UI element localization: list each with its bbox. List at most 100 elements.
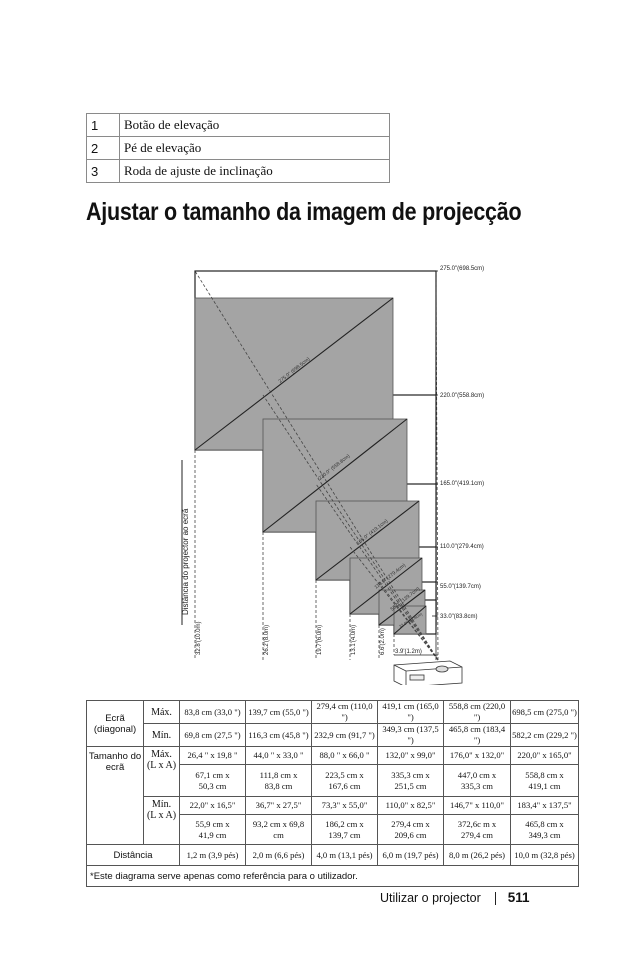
table-row: Tamanho do ecrã Máx.(L x A) 26,4 " x 19,… (86, 746, 579, 845)
max-label: Máx. (151, 749, 172, 760)
part-label: Pé de elevação (119, 136, 390, 160)
distance-label-2m: 6.6'(2.0m) (380, 628, 386, 655)
tamanho-header: Tamanho do ecrã (86, 746, 144, 845)
tamanho-label: Tamanho do ecrã (88, 751, 142, 773)
table-cell: 44,0 " x 33,0 " (245, 746, 312, 765)
distancia-header: Distância (86, 844, 180, 866)
table-note: *Este diagrama serve apenas como referên… (86, 865, 579, 887)
table-cell: 349,3 cm (137,5 ") (377, 723, 444, 747)
lxa-label: (L x A) (146, 760, 177, 771)
footer-section: Utilizar o projector (380, 891, 481, 905)
table-row: Mín.(L x A) 22,0" x 16,5" 36,7" x 27,5" … (87, 796, 579, 845)
table-cell: 465,8 cm (183,4 ") (443, 723, 511, 747)
size-label-110: 110.0"(279.4cm) (440, 544, 484, 550)
projection-size-table: Ecrã (diagonal) Máx. 83,8 cm (33,0 ") 13… (86, 700, 579, 887)
cell-line: 50,3 cm (198, 780, 227, 791)
max-lxa-label: Máx.(L x A) (143, 746, 180, 797)
projector-icon (393, 660, 463, 685)
cell-line: 209,6 cm (394, 829, 427, 840)
table-cell: 176,0" x 132,0" (443, 746, 511, 765)
part-number: 2 (86, 136, 120, 160)
table-cell: 110,0" x 82,5" (377, 796, 444, 815)
distance-label-1-2m: 3.9'(1.2m) (395, 649, 422, 655)
distance-label-10m: 32.8'(10.0m) (196, 622, 202, 656)
table-cell: 83,8 cm (33,0 ") (179, 700, 246, 724)
size-label-220: 220.0"(558.8cm) (440, 393, 484, 399)
cell-line: 279,4 cm x (391, 818, 430, 829)
table-cell: 146,7" x 110,0" (443, 796, 511, 815)
table-cell: 183,4" x 137,5" (510, 796, 579, 815)
table-cell: 22,0" x 16,5" (179, 796, 246, 815)
table-cell: 582,2 cm (229,2 ") (510, 723, 579, 747)
table-cell: 26,4 " x 19,8 " (179, 746, 246, 765)
cell-line: 186,2 cm x (325, 818, 364, 829)
section-title: Ajustar o tamanho da imagem de projecção (86, 198, 522, 226)
cell-line: 55,9 cm x (195, 818, 230, 829)
cell-line: 279,4 cm (461, 829, 493, 840)
ecra-header: Ecrã (diagonal) (86, 700, 144, 747)
part-number: 3 (86, 159, 120, 183)
cell-line: 67,1 cm x (195, 769, 230, 780)
size-label-55: 55.0"(139.7cm) (440, 584, 481, 590)
table-cell: 698,5 cm (275,0 ") (510, 700, 579, 724)
table-cell: 132,0" x 99,0" (377, 746, 444, 765)
table-cell: 419,1 cm (165,0 ") (377, 700, 444, 724)
table-row: Mín. 69,8 cm (27,5 ") 116,3 cm (45,8 ") … (87, 723, 579, 747)
table-cell: 220,0" x 165,0" (510, 746, 579, 765)
projection-size-diagram: 275.0"(698.5cm) 220.0"(558.8cm) 165.0"(4… (181, 266, 484, 685)
part-label: Botão de elevação (119, 113, 390, 137)
cell-line: 349,3 cm (528, 829, 561, 840)
table-cell: 10,0 m (32,8 pés) (510, 844, 579, 866)
min-label: Mín. (143, 723, 180, 747)
table-row: Distância 1,2 m (3,9 pés) 2,0 m (6,6 pés… (86, 844, 579, 866)
table-cell: 139,7 cm (55,0 ") (245, 700, 312, 724)
cell-line: 335,3 cm (461, 780, 493, 791)
size-label-33: 33.0"(83.8cm) (440, 614, 477, 620)
part-number: 1 (86, 113, 120, 137)
cell-line: 111,8 cm x (259, 769, 298, 780)
part-label: Roda de ajuste de inclinação (119, 159, 390, 183)
distance-label-6m: 19.7'(6.0m) (317, 625, 323, 655)
table-cell: 558,8 cm (220,0 ") (443, 700, 511, 724)
table-row: Ecrã (diagonal) Máx. 83,8 cm (33,0 ") 13… (86, 700, 579, 747)
min-lxa-label: Mín.(L x A) (143, 796, 180, 845)
cell-line: 419,1 cm (528, 780, 561, 791)
table-cell: 1,2 m (3,9 pés) (179, 844, 246, 866)
cell-line: 223,5 cm x (325, 769, 364, 780)
size-scale (432, 270, 438, 660)
cell-line: 41,9 cm (198, 829, 227, 840)
table-cell: 279,4 cm (110,0 ") (311, 700, 378, 724)
distance-label-4m: 13.1'(4.0m) (351, 625, 357, 655)
table-cell: 232,9 cm (91,7 ") (311, 723, 378, 747)
table-cell: 6,0 m (19,7 pés) (377, 844, 444, 866)
min-label: Mín. (151, 799, 172, 810)
table-cell: 73,3" x 55,0" (311, 796, 378, 815)
cell-line: 372,6c m x (457, 818, 497, 829)
diagonal-lines (194, 297, 427, 635)
cell-line: 335,3 cm x (391, 769, 430, 780)
table-cell: 88,0 " x 66,0 " (311, 746, 378, 765)
cell-line: 558,8 cm x (525, 769, 564, 780)
footer-separator (494, 892, 496, 906)
table-cell: 4,0 m (13,1 pés) (311, 844, 378, 866)
table-cell: 8,0 m (26,2 pés) (443, 844, 511, 866)
distance-axis-label: Distância do projector ao ecrã (181, 508, 190, 615)
table-cell: 93,2 cm x 69,8 cm (245, 814, 312, 845)
table-cell: 2,0 m (6,6 pés) (245, 844, 312, 866)
table-cell: 36,7" x 27,5" (245, 796, 312, 815)
